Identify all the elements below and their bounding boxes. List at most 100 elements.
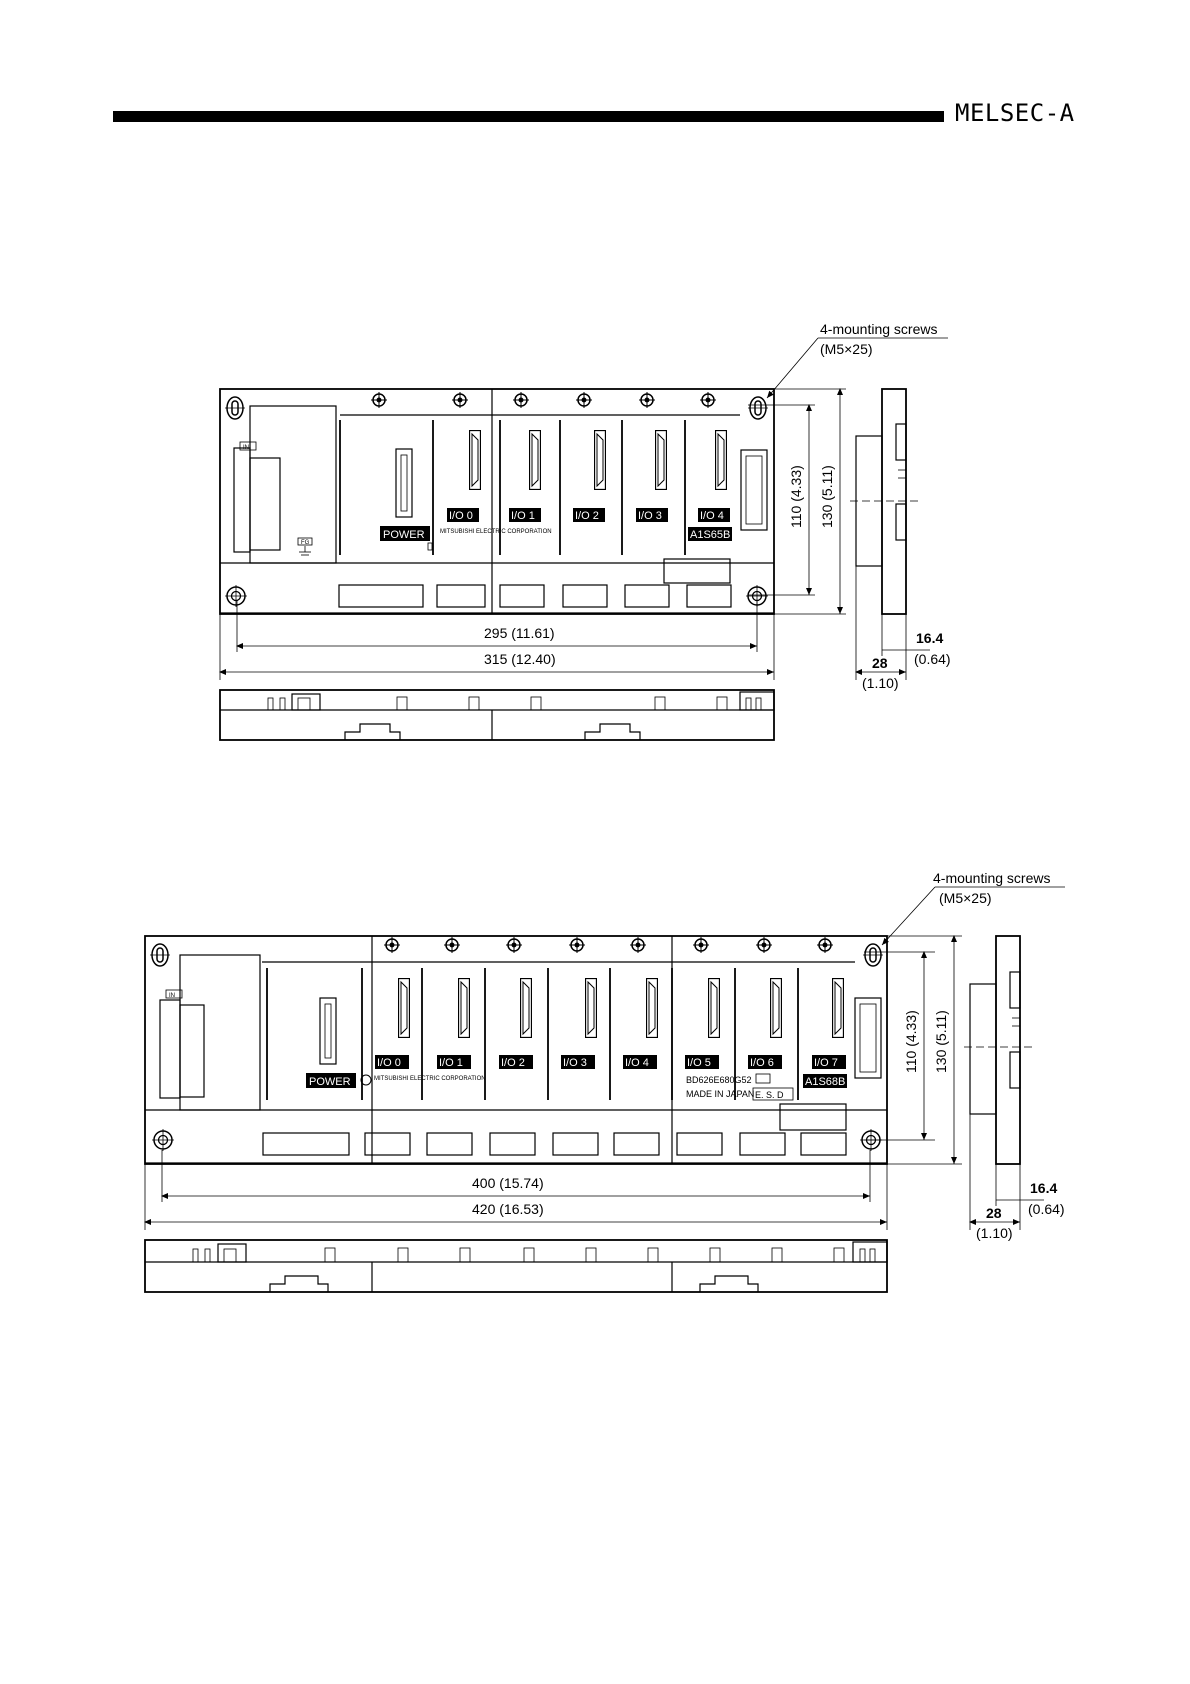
extension-connector xyxy=(740,449,768,531)
io-connector xyxy=(529,430,541,490)
model-badge xyxy=(803,1074,847,1088)
io-label-1: I/O 1 xyxy=(439,1057,463,1069)
side-depth-inch: (0.64) xyxy=(1028,1201,1065,1217)
io-badge-3: I/O 3 xyxy=(636,508,668,522)
top-screw xyxy=(371,392,387,408)
mount-hole-top-right xyxy=(748,396,768,420)
bottom-view-a1s65b xyxy=(219,689,775,741)
callout-label: 4-mounting screws xyxy=(820,321,938,337)
io-label-3: I/O 3 xyxy=(563,1057,587,1069)
in-badge xyxy=(239,441,257,451)
io-connector xyxy=(594,430,606,490)
made-in-label: MADE IN JAPAN xyxy=(686,1089,754,1099)
power-connector xyxy=(395,448,413,518)
maker-label: MITSUBISHI ELECTRIC CORPORATION xyxy=(440,529,552,535)
io-connector xyxy=(715,430,727,490)
io-label-4: I/O 4 xyxy=(625,1057,649,1069)
height-outer-label: 130 (5.11) xyxy=(933,1010,949,1073)
extension-connector xyxy=(854,997,882,1079)
side-view-a1s68b: 16.4 (0.64) 28 (1.10) xyxy=(964,935,1065,1241)
top-screw xyxy=(639,392,655,408)
side-width-label: 28 xyxy=(872,655,888,671)
callout-screw-size: (M5×25) xyxy=(939,890,992,906)
fg-badge xyxy=(297,537,313,546)
io-badge-5: I/O 5 xyxy=(685,1055,719,1069)
width-outer-label: 420 (16.53) xyxy=(472,1201,544,1217)
rating-plate xyxy=(779,1103,847,1131)
mount-hole-top-right xyxy=(863,943,883,967)
io-connector xyxy=(469,430,481,490)
mount-hole-top-left xyxy=(225,396,245,420)
io-badge-7: I/O 7 xyxy=(812,1055,846,1069)
power-label: POWER xyxy=(383,529,425,541)
io-label-1: I/O 1 xyxy=(511,510,535,522)
top-screw xyxy=(576,392,592,408)
bottom-view-a1s68b xyxy=(144,1239,888,1293)
header-brand: MELSEC-A xyxy=(955,99,1075,127)
io-badge-2: I/O 2 xyxy=(499,1055,533,1069)
io-connector xyxy=(655,430,667,490)
side-depth-label: 16.4 xyxy=(916,630,943,646)
in-label: IN xyxy=(243,445,249,451)
model-label: A1S65B xyxy=(690,529,730,541)
power-badge xyxy=(306,1073,356,1088)
io-badge-2: I/O 2 xyxy=(573,508,605,522)
height-inner-label: 110 (4.33) xyxy=(788,465,804,528)
esd-badge xyxy=(752,1087,794,1101)
top-screw xyxy=(452,392,468,408)
io-badge-4: I/O 4 xyxy=(623,1055,657,1069)
io-label-4: I/O 4 xyxy=(700,510,724,522)
width-inner-label: 295 (11.61) xyxy=(484,625,555,641)
in-label: IN xyxy=(169,993,175,999)
io-label-2: I/O 2 xyxy=(501,1057,525,1069)
io-badge-4: I/O 4 xyxy=(698,508,730,522)
power-terminal-block xyxy=(249,457,281,551)
io-badge-6: I/O 6 xyxy=(748,1055,782,1069)
side-width-inch: (1.10) xyxy=(862,675,899,691)
front-view-outline xyxy=(144,935,888,1165)
width-outer-label: 315 (12.40) xyxy=(484,651,556,667)
board-code-label: BD626E680G52 xyxy=(686,1075,752,1085)
esd-label: E. S. D xyxy=(755,1090,784,1100)
io-badge-0: I/O 0 xyxy=(375,1055,409,1069)
height-inner-label: 110 (4.33) xyxy=(903,1010,919,1073)
in-terminal xyxy=(159,999,181,1099)
mount-hole-top-left xyxy=(150,943,170,967)
maker-label: MITSUBISHI ELECTRIC CORPORATION xyxy=(374,1076,486,1082)
callout-leader xyxy=(766,337,819,399)
height-outer-label: 130 (5.11) xyxy=(819,465,835,528)
mount-hole-bottom-left xyxy=(152,1129,174,1151)
io-badge-1: I/O 1 xyxy=(437,1055,471,1069)
side-view-a1s65b: 16.4 (0.64) 28 (1.10) xyxy=(850,388,951,691)
in-badge xyxy=(165,989,183,999)
rating-plate xyxy=(663,558,731,584)
io-badge-3: I/O 3 xyxy=(561,1055,595,1069)
io-label-7: I/O 7 xyxy=(814,1057,838,1069)
power-badge xyxy=(380,526,430,541)
io-label-2: I/O 2 xyxy=(575,510,599,522)
io-badge-1: I/O 1 xyxy=(509,508,541,522)
fg-label: FG xyxy=(301,540,310,546)
mount-hole-bottom-left xyxy=(225,585,247,607)
header-rule xyxy=(113,111,944,122)
width-inner-label: 400 (15.74) xyxy=(472,1175,544,1191)
power-module-body xyxy=(249,405,337,564)
diagram-a1s68b: 4-mounting screws (M5×25) IN xyxy=(144,870,1065,1293)
callout-screw-size: (M5×25) xyxy=(820,341,873,357)
model-label: A1S68B xyxy=(805,1076,845,1088)
power-label: POWER xyxy=(309,1076,351,1088)
side-width-label: 28 xyxy=(986,1205,1002,1221)
callout-label: 4-mounting screws xyxy=(933,870,1051,886)
side-width-inch: (1.10) xyxy=(976,1225,1013,1241)
io-label-5: I/O 5 xyxy=(687,1057,711,1069)
top-screw xyxy=(700,392,716,408)
model-badge xyxy=(688,527,732,541)
io-label-0: I/O 0 xyxy=(377,1057,401,1069)
io-label-0: I/O 0 xyxy=(449,510,473,522)
front-view-outline xyxy=(219,388,775,615)
side-depth-label: 16.4 xyxy=(1030,1180,1057,1196)
io-label-3: I/O 3 xyxy=(638,510,662,522)
in-terminal xyxy=(233,447,251,553)
side-depth-inch: (0.64) xyxy=(914,651,951,667)
